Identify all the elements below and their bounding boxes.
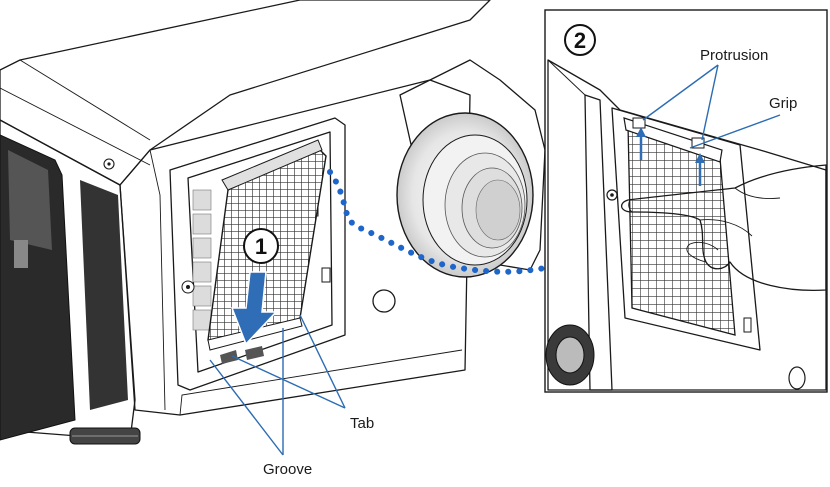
label-grip: Grip	[769, 95, 797, 112]
label-tab: Tab	[350, 415, 374, 432]
down-arrow-icon	[230, 271, 278, 346]
label-protrusion: Protrusion	[700, 47, 768, 64]
detail-inset	[544, 9, 828, 393]
filter-grip	[623, 117, 723, 163]
lens-housing	[396, 59, 546, 278]
label-groove: Groove	[263, 461, 312, 478]
inset-foot	[545, 324, 595, 386]
projector-foot	[69, 427, 141, 445]
step-two-number: 2	[574, 28, 586, 53]
hand-illustration	[621, 164, 827, 291]
step-one-marker: 1	[243, 228, 279, 264]
projector-body	[0, 0, 491, 445]
magnification-dotted-line	[327, 169, 548, 275]
step-two-marker: 2	[564, 24, 596, 56]
step-one-number: 1	[255, 234, 267, 259]
callouts	[209, 64, 781, 456]
front-hole	[372, 289, 396, 313]
